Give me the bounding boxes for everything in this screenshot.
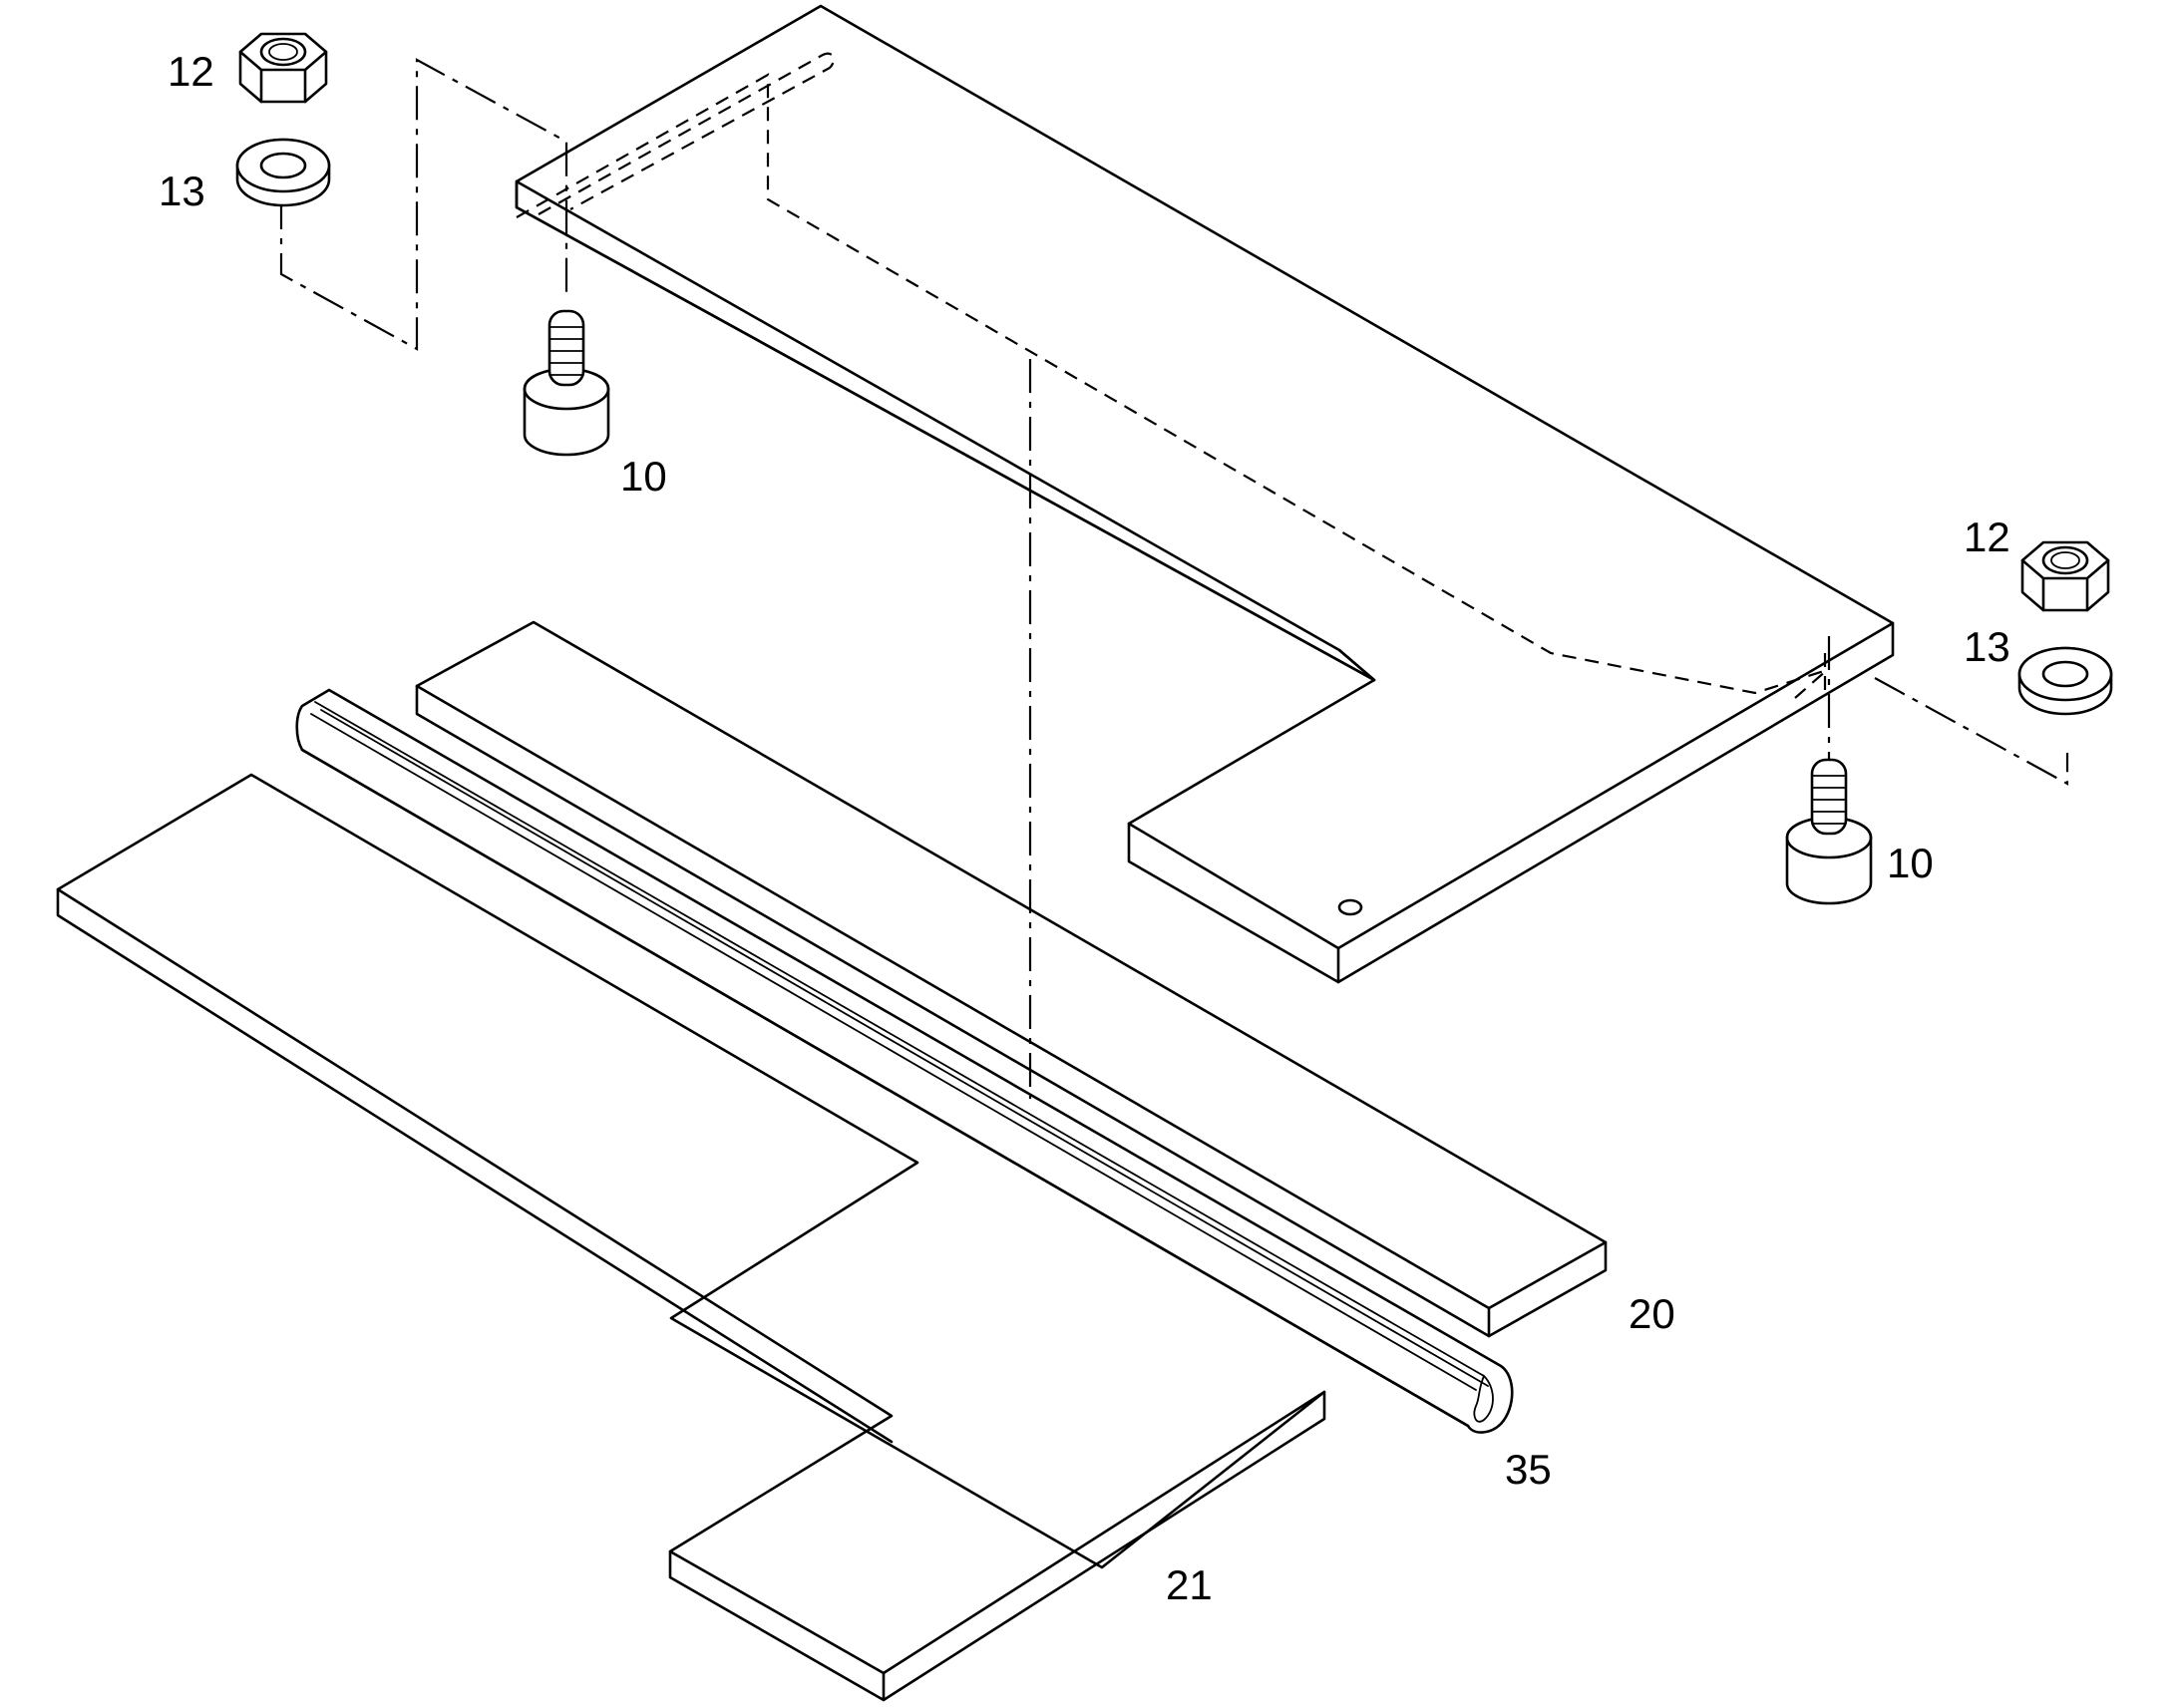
- center-line-right-washer: [1874, 677, 2069, 786]
- edge-trim-35-body: [295, 688, 1514, 1434]
- flat-washer-icon: [2017, 646, 2113, 716]
- hex-nut-icon: [2020, 540, 2110, 612]
- callout-10-left: 10: [620, 453, 667, 500]
- center-line-left: [279, 58, 568, 351]
- edge-trim-35-groove-3: [310, 713, 1477, 1391]
- callout-13-left: 13: [159, 168, 205, 214]
- hex-nut-icon: [238, 32, 328, 104]
- top-plate-hidden-slot: [516, 73, 1828, 695]
- callout-13-right: 13: [1964, 623, 2010, 670]
- socket-head-screw-icon: [1785, 758, 1873, 905]
- callout-35: 35: [1505, 1446, 1552, 1493]
- socket-head-screw-icon: [523, 309, 610, 457]
- callout-12-right: 12: [1964, 513, 2010, 560]
- callout-12-left: 12: [168, 48, 214, 95]
- edge-trim-35: [295, 688, 1514, 1434]
- top-plate-hole: [1337, 898, 1363, 916]
- strip-20-edges: [415, 684, 1608, 1338]
- edge-trim-35-groove-2: [320, 709, 1489, 1387]
- edge-trim-35-bottom-edge: [300, 748, 1470, 1428]
- plate-21: [56, 773, 1326, 1702]
- top-plate-hidden-pocket-right: [1794, 653, 1828, 699]
- edge-trim-35-profile: [1473, 1374, 1494, 1423]
- callout-21: 21: [1166, 1561, 1213, 1608]
- strip-20: [415, 620, 1608, 1338]
- plate-21-side-faces: [56, 887, 1326, 1702]
- top-plate-notch: [1337, 648, 1376, 682]
- top-plate: [515, 4, 1895, 984]
- callout-10-right: 10: [1887, 840, 1934, 886]
- callout-20: 20: [1629, 1290, 1675, 1337]
- top-plate-right-edges: [1127, 621, 1895, 984]
- strip-20-body: [415, 620, 1608, 1338]
- edge-trim-35-groove-1: [314, 701, 1485, 1377]
- top-plate-hidden-pocket: [538, 52, 836, 215]
- plate-21-top-face: [56, 773, 1326, 1675]
- flat-washer-icon: [235, 138, 331, 207]
